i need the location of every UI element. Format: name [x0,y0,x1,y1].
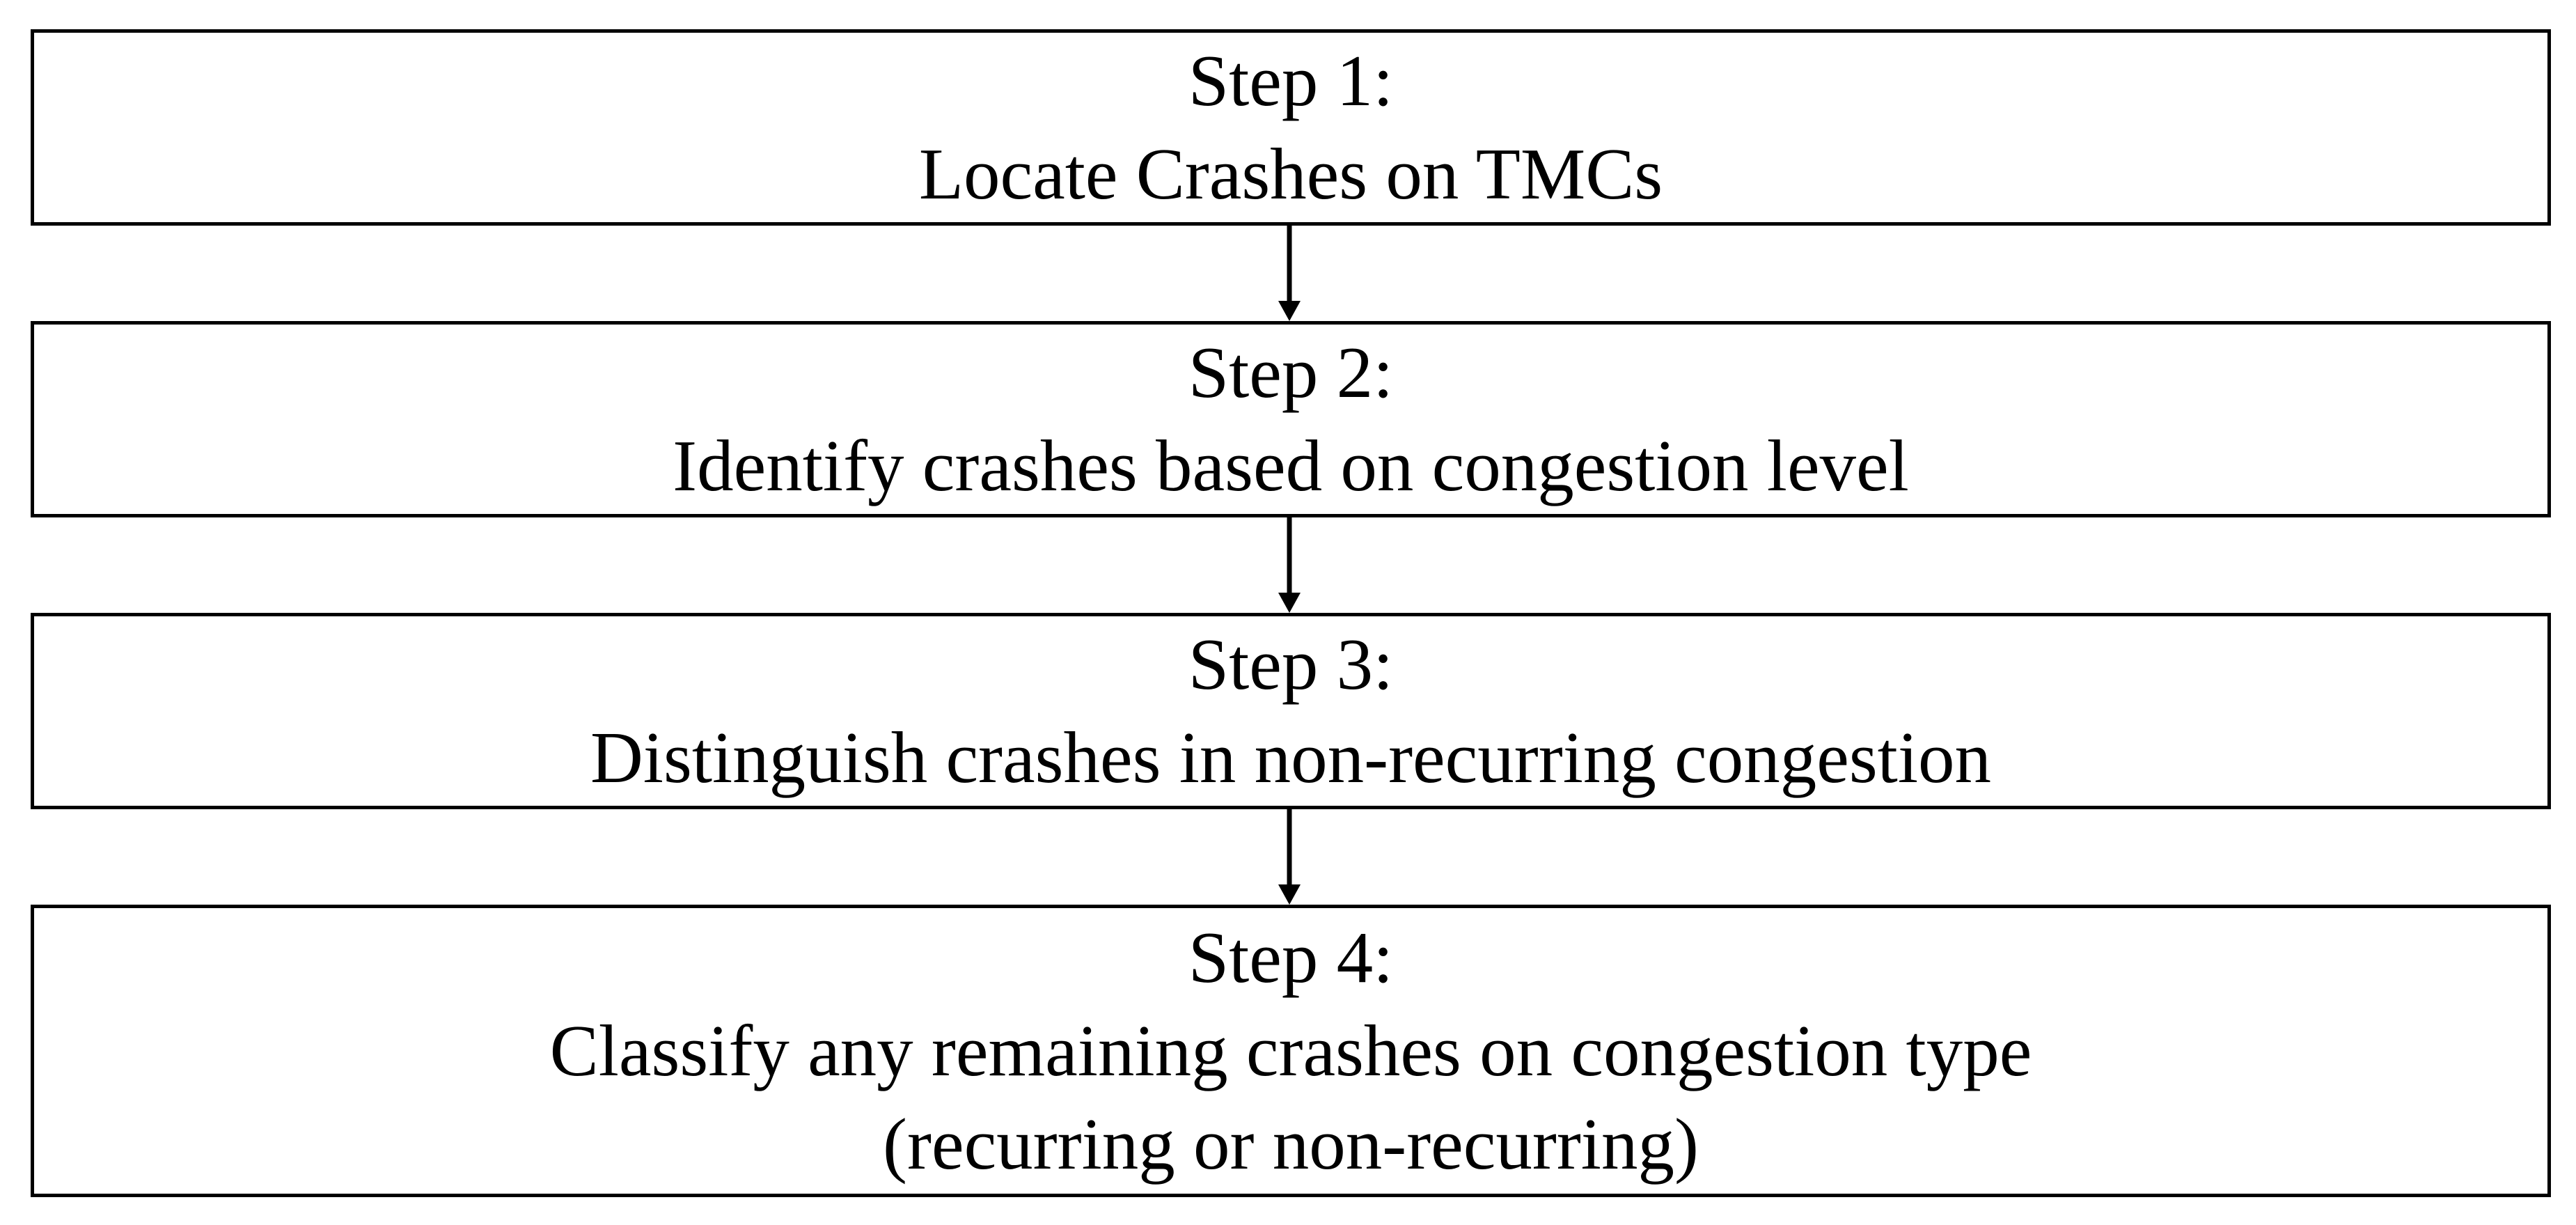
step-2-box: Step 2: Identify crashes based on conges… [31,321,2551,517]
step-4-box: Step 4: Classify any remaining crashes o… [31,905,2551,1197]
arrow-step-1-to-2 [1278,226,1301,321]
arrow-head-icon [1278,593,1301,613]
arrow-head-icon [1278,884,1301,905]
arrow-step-3-to-4 [1278,809,1301,905]
step-3-box: Step 3: Distinguish crashes in non-recur… [31,613,2551,809]
step-2-title: Step 2: [1188,331,1394,413]
arrow-step-2-to-3 [1278,517,1301,613]
arrow-head-icon [1278,301,1301,321]
step-4-description-line-2: (recurring or non-recurring) [883,1103,1699,1185]
step-3-title: Step 3: [1188,623,1394,705]
step-4-description-line-1: Classify any remaining crashes on conges… [549,1010,2032,1091]
step-4-title: Step 4: [1188,916,1394,998]
step-1-box: Step 1: Locate Crashes on TMCs [31,29,2551,226]
step-2-description: Identify crashes based on congestion lev… [673,425,1909,506]
step-3-description: Distinguish crashes in non-recurring con… [590,717,1992,798]
step-1-description: Locate Crashes on TMCs [918,133,1663,214]
step-1-title: Step 1: [1188,40,1394,121]
